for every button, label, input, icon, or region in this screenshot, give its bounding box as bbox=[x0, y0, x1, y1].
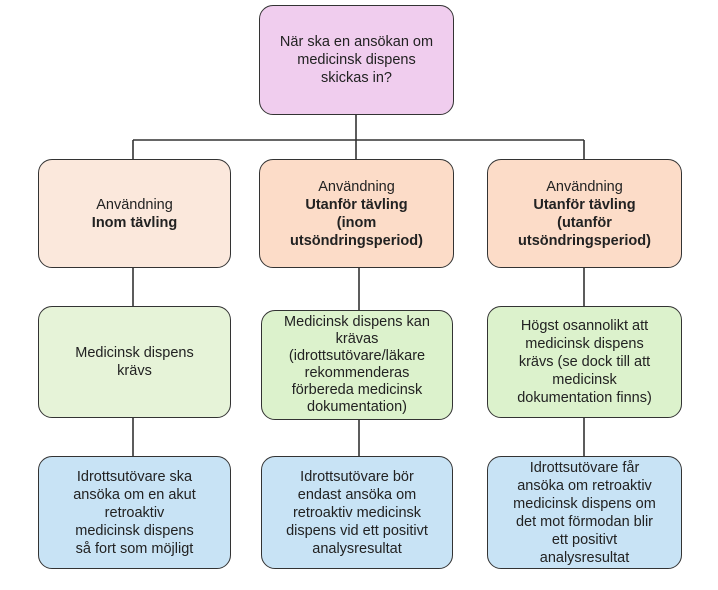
action-line: retroaktiv medicinsk bbox=[292, 504, 422, 521]
usage-period: (inom bbox=[336, 214, 377, 231]
usage-label: Användning bbox=[318, 178, 395, 195]
usage-label: Användning bbox=[96, 196, 173, 213]
requirement-line: medicinsk dispens bbox=[525, 336, 644, 352]
usage-context: Inom tävling bbox=[91, 214, 178, 231]
requirement-box-middle: Medicinsk dispens kan krävas (idrottsutö… bbox=[261, 310, 453, 420]
requirement-line: krävas bbox=[335, 331, 379, 347]
requirement-line: Medicinsk dispens bbox=[75, 345, 194, 361]
action-line: endast ansöka om bbox=[297, 486, 417, 503]
root-line-1: När ska en ansökan om bbox=[279, 34, 434, 50]
action-box-middle: Idrottsutövare bör endast ansöka om retr… bbox=[261, 456, 453, 569]
action-line: medicinsk dispens bbox=[75, 522, 194, 539]
usage-context: Utanför tävling bbox=[533, 196, 636, 213]
action-line: retroaktiv bbox=[104, 504, 165, 521]
requirement-line: Medicinsk dispens kan bbox=[284, 314, 430, 330]
action-line: det mot förmodan blir bbox=[515, 513, 653, 530]
action-box-right: Idrottsutövare får ansöka om retroaktiv … bbox=[487, 456, 682, 569]
usage-period: (utanför bbox=[557, 214, 612, 231]
action-line: Idrottsutövare bör bbox=[300, 468, 414, 485]
action-line: Idrottsutövare ska bbox=[76, 468, 193, 485]
requirement-line: förbereda medicinsk bbox=[291, 382, 423, 398]
usage-period-detail: utsöndringsperiod) bbox=[518, 232, 651, 249]
requirement-line: dokumentation) bbox=[307, 399, 407, 415]
usage-box-out-of-competition-within: Användning Utanför tävling (inom utsöndr… bbox=[259, 159, 454, 268]
action-line: dispens vid ett positivt bbox=[286, 522, 428, 539]
requirement-line: dokumentation finns) bbox=[517, 390, 652, 406]
usage-context: Utanför tävling bbox=[305, 196, 408, 213]
usage-label: Användning bbox=[546, 178, 623, 195]
usage-box-in-competition: Användning Inom tävling bbox=[38, 159, 231, 268]
requirement-line: krävs bbox=[117, 363, 152, 379]
root-line-2: medicinsk dispens bbox=[297, 52, 416, 68]
requirement-box-left: Medicinsk dispens krävs bbox=[38, 306, 231, 418]
action-line: medicinsk dispens om bbox=[513, 495, 656, 512]
usage-period-detail: utsöndringsperiod) bbox=[290, 232, 423, 249]
usage-box-out-of-competition-outside: Användning Utanför tävling (utanför utsö… bbox=[487, 159, 682, 268]
requirement-line: Högst osannolikt att bbox=[520, 318, 649, 334]
action-line: ansöka om retroaktiv bbox=[517, 477, 652, 494]
action-line: analysresultat bbox=[312, 540, 402, 557]
requirement-line: krävs (se dock till att bbox=[518, 354, 651, 370]
requirement-line: (idrottsutövare/läkare bbox=[288, 348, 426, 364]
action-line: ett positivt bbox=[551, 531, 618, 548]
root-line-3: skickas in? bbox=[321, 70, 392, 86]
action-line: Idrottsutövare får bbox=[529, 459, 640, 476]
action-box-left: Idrottsutövare ska ansöka om en akut ret… bbox=[38, 456, 231, 569]
action-line: ansöka om en akut bbox=[73, 486, 196, 503]
requirement-box-right: Högst osannolikt att medicinsk dispens k… bbox=[487, 306, 682, 418]
requirement-line: rekommenderas bbox=[304, 365, 410, 381]
action-line: så fort som möjligt bbox=[75, 540, 194, 557]
action-line: analysresultat bbox=[539, 549, 630, 566]
requirement-line: medicinsk bbox=[552, 372, 617, 388]
root-question-box: När ska en ansökan om medicinsk dispens … bbox=[259, 5, 454, 115]
